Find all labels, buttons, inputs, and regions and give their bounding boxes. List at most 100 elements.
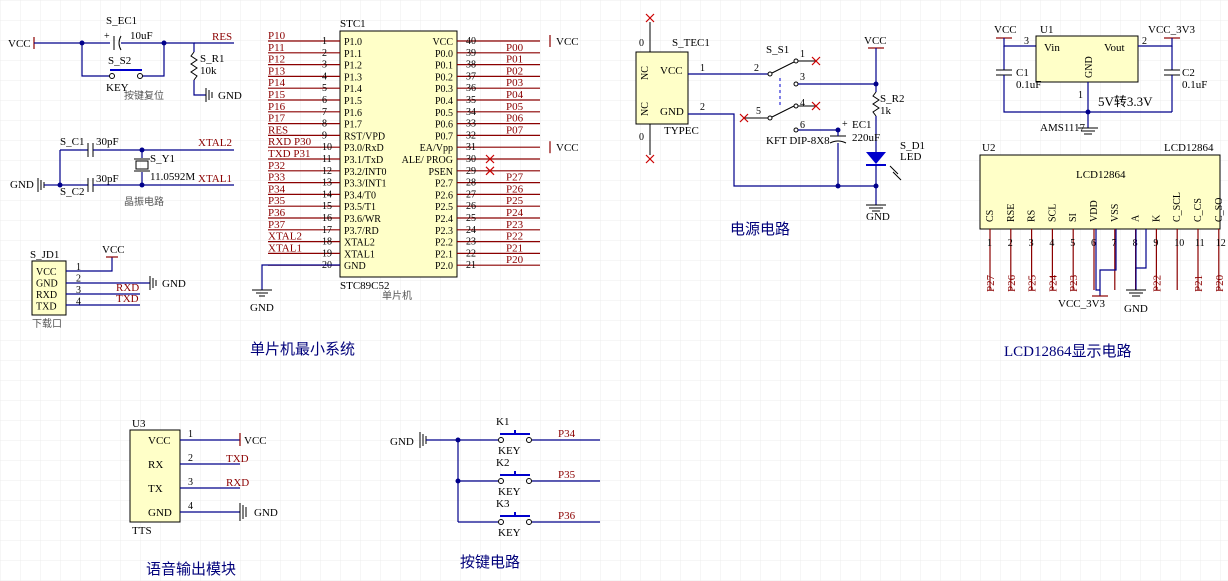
mcu-right-pin-number: 25 xyxy=(466,213,476,224)
jd1-pin-number: 3 xyxy=(76,285,81,296)
mcu-right-pin-name: P0.5 xyxy=(435,108,453,119)
jd1-net-rxd: RXD xyxy=(116,282,139,294)
mcu-right-net: P24 xyxy=(506,207,524,219)
mcu-right-pin-name: P0.4 xyxy=(435,96,453,107)
mcu-left-net: P11 xyxy=(268,42,285,54)
key-value: KEY xyxy=(498,527,521,539)
reg-vin: Vin xyxy=(1044,42,1060,54)
mcu-right-net: P04 xyxy=(506,89,524,101)
mcu-right-pin-number: 31 xyxy=(466,142,476,153)
switch-ref: S_S1 xyxy=(766,44,789,56)
key-ref: K2 xyxy=(496,457,509,469)
voice-net-txd: TXD xyxy=(226,453,249,465)
mcu-right-pin-number: 35 xyxy=(466,95,476,106)
mcu-left-net: RXD P30 xyxy=(268,136,312,148)
mcu-left-pin-number: 19 xyxy=(322,248,332,259)
lcd-pin-name: C_SO xyxy=(1214,198,1225,222)
jd1-net-txd: TXD xyxy=(116,293,139,305)
mcu-right-pin-name: P0.6 xyxy=(435,120,453,131)
tec-ref: S_TEC1 xyxy=(672,37,710,49)
mcu-right-net: P06 xyxy=(506,113,524,125)
lcd-pin-name: VDD xyxy=(1089,200,1100,222)
mcu-left-pin-name: P1.4 xyxy=(344,84,362,95)
mcu-right-pin-name: P0.7 xyxy=(435,131,453,142)
mcu-right-pin-number: 23 xyxy=(466,237,476,248)
lcd-inner-label: LCD12864 xyxy=(1076,169,1126,181)
switch-part: KFT DIP-8X8 xyxy=(766,135,830,147)
lcd-pin-name: CS xyxy=(985,210,996,222)
mcu-left-net: XTAL2 xyxy=(268,231,302,243)
mcu-left-net: XTAL1 xyxy=(268,242,302,254)
mcu-left-pin-name: P3.2/INT0 xyxy=(344,167,387,178)
mcu-left-net: P10 xyxy=(268,30,286,42)
jd1-gnd-label: GND xyxy=(162,278,186,290)
lcd-pin-net: P21 xyxy=(1193,275,1205,292)
mcu-left-net: P17 xyxy=(268,113,286,125)
mcu-right-net: P23 xyxy=(506,219,524,231)
mcu-right-pin-number: 27 xyxy=(466,189,476,200)
reset-gnd-label: GND xyxy=(218,90,242,102)
mcu-left-pin-number: 13 xyxy=(322,178,332,189)
key-value: KEY xyxy=(498,445,521,457)
mcu-left-pin-number: 10 xyxy=(322,142,332,153)
lcd-pin-number: 9 xyxy=(1153,238,1158,249)
mcu-left-pin-name: P3.6/WR xyxy=(344,214,381,225)
reset-res-ref: S_R1 xyxy=(200,53,224,65)
key-net: P36 xyxy=(558,510,576,522)
mcu-left-net: P37 xyxy=(268,219,286,231)
power-circuit: S_TEC1 0 NC VCC NC GND 0 TYPEC 1 2 S_S1 … xyxy=(635,13,925,238)
crystal-gnd-label: GND xyxy=(10,179,34,191)
lcd-pin-number: 6 xyxy=(1091,238,1096,249)
reg-caption: 5V转3.3V xyxy=(1098,94,1153,109)
lcd-pin-net: P26 xyxy=(1006,274,1018,292)
jd1-ref: S_JD1 xyxy=(30,249,59,261)
lcd-pin-name: A xyxy=(1131,214,1142,222)
mcu-right-net: P03 xyxy=(506,77,524,89)
mcu-ref: STC1 xyxy=(340,18,366,30)
mcu-left-net: P15 xyxy=(268,89,286,101)
mcu-right-pin-name: P2.2 xyxy=(435,238,453,249)
crystal-c1-value: 30pF xyxy=(96,136,119,148)
crystal-c2-value: 30pF xyxy=(96,173,119,185)
lcd-pin-number: 2 xyxy=(1008,238,1013,249)
mcu-right-pin-name: VCC xyxy=(432,37,453,48)
mcu-right-pin-number: 33 xyxy=(466,119,476,130)
mcu-left-pin-number: 3 xyxy=(322,60,327,71)
mcu-left-pin-name: P1.6 xyxy=(344,108,362,119)
mcu-right-pin-number: 34 xyxy=(466,107,476,118)
mcu-gnd-label: GND xyxy=(250,302,274,314)
lcd-pin-name: RS xyxy=(1027,210,1038,222)
mcu-left-pin-number: 16 xyxy=(322,213,332,224)
title-voice: 语音输出模块 xyxy=(146,561,236,578)
mcu-left-net: P14 xyxy=(268,77,286,89)
lcd-pin-name: K xyxy=(1151,214,1162,222)
mcu-left-pin-number: 2 xyxy=(322,48,327,59)
lcd-pin-number: 5 xyxy=(1070,238,1075,249)
mcu-right-pin-number: 39 xyxy=(466,48,476,59)
mcu-right-pin-number: 28 xyxy=(466,178,476,189)
tec-pin-nc1: NC xyxy=(640,66,651,80)
voice-pin-name: GND xyxy=(148,507,172,519)
mcu-left-net: P13 xyxy=(268,65,286,77)
jd1-pin-name: RXD xyxy=(36,290,57,301)
tec-pin-nc2: NC xyxy=(640,102,651,116)
tec-part: TYPEC xyxy=(664,125,699,137)
switch-num-1: 1 xyxy=(800,49,805,60)
reg-vcc-label: VCC xyxy=(994,24,1017,36)
tec-num-1: 1 xyxy=(700,63,705,74)
svg-text:+: + xyxy=(104,31,110,42)
key-ref: K3 xyxy=(496,498,510,510)
reg-c2-ref: C2 xyxy=(1182,67,1195,79)
reg-c2-value: 0.1uF xyxy=(1182,79,1207,91)
voice-pin-name: RX xyxy=(148,459,163,471)
mcu-right-net: P22 xyxy=(506,231,523,243)
mcu-left-net: P33 xyxy=(268,172,286,184)
voice-pin-number: 3 xyxy=(188,477,193,488)
mcu-left-net: TXD P31 xyxy=(268,148,310,160)
title-power: 电源电路 xyxy=(730,221,790,238)
mcu-right-net: P00 xyxy=(506,42,524,54)
mcu-left-pin-name: P3.3/INT1 xyxy=(344,179,387,190)
jd1-pin-number: 4 xyxy=(76,297,81,308)
